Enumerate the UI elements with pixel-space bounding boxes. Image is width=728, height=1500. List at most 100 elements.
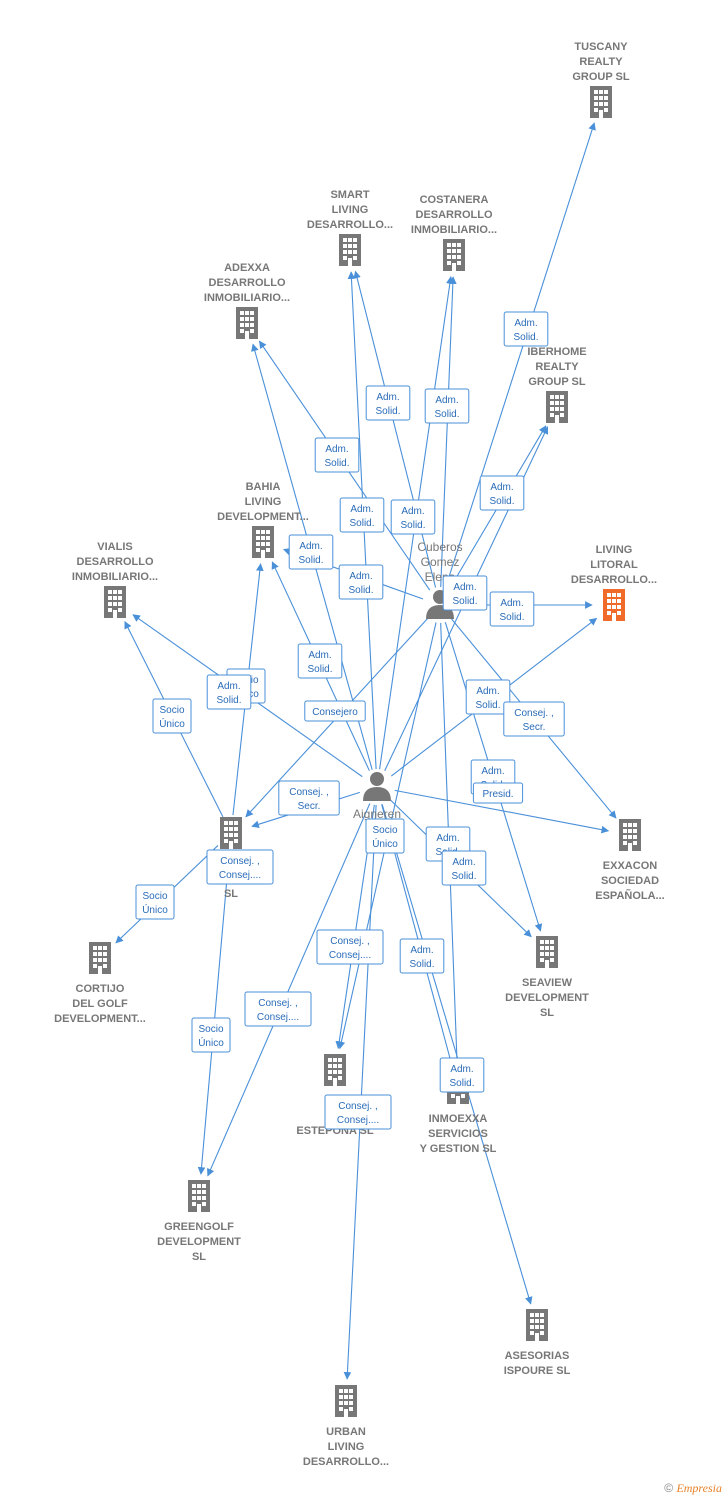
relation-text: Adm. (481, 766, 504, 777)
relation-text: Solid. (216, 695, 241, 706)
company-label-line: DESARROLLO (416, 209, 493, 221)
relation-label[interactable]: Adm.Solid. (465, 679, 511, 715)
relation-text: Solid. (409, 959, 434, 970)
company-label-line: INMOEXXA (429, 1113, 488, 1125)
relation-label[interactable]: Adm.Solid. (441, 850, 487, 886)
relation-label[interactable]: Adm.Solid. (503, 311, 549, 347)
relation-text: Solid. (434, 409, 459, 420)
company-node-exxacon[interactable]: EXXACONSOCIEDADESPAÑOLA... (595, 819, 665, 902)
company-node-adexxa[interactable]: ADEXXADESARROLLOINMOBILIARIO... (204, 262, 290, 339)
relation-box (297, 643, 343, 679)
relation-text: Único (198, 1036, 224, 1049)
company-label-line: DESARROLLO (77, 556, 154, 568)
person-label-line: Gomez (421, 555, 460, 569)
relation-label[interactable]: Consej. ,Secr. (503, 701, 565, 737)
relation-text: Adm. (500, 598, 523, 609)
person-label-line: Cuberos (417, 540, 462, 554)
building-icon (89, 942, 111, 974)
relation-text: Consej. , (338, 1101, 377, 1112)
relation-text: Adm. (435, 395, 458, 406)
relation-box (206, 849, 274, 885)
relation-label[interactable]: Consej. ,Secr. (278, 780, 340, 816)
company-label-line: LIVING (332, 204, 369, 216)
relation-text: Solid. (375, 406, 400, 417)
relation-label[interactable]: Adm.Solid. (339, 497, 385, 533)
relation-text: Adm. (490, 482, 513, 493)
company-label-line: LIVING (245, 496, 282, 508)
relation-text: Adm. (453, 582, 476, 593)
relation-label[interactable]: Consej. ,Consej.... (206, 849, 274, 885)
relation-text: Adm. (476, 686, 499, 697)
relation-label[interactable]: Consej. ,Consej.... (244, 991, 312, 1027)
relation-label[interactable]: Adm.Solid. (390, 499, 436, 535)
relations-layer: Adm. Solid. Adm. Solid. Adm. Solid. Adm. Solid.… (135, 311, 565, 1130)
company-node-vialis[interactable]: VIALISDESARROLLOINMOBILIARIO... (72, 541, 158, 618)
company-node-smart[interactable]: SMARTLIVINGDESARROLLO... (307, 189, 393, 266)
relation-label[interactable]: Adm.Solid. (489, 591, 535, 627)
building-icon (536, 936, 558, 968)
relation-box (191, 1017, 231, 1053)
building-icon (603, 589, 625, 621)
relation-label[interactable]: Adm.Solid. (399, 938, 445, 974)
company-label-line: SL (192, 1251, 206, 1263)
building-icon (188, 1180, 210, 1212)
relation-label[interactable]: Adm. Solid. (424, 388, 470, 424)
company-label-line: INMOBILIARIO... (204, 292, 290, 304)
company-node-urban[interactable]: URBANLIVINGDESARROLLO... (303, 1385, 389, 1468)
company-label-line: CORTIJO (76, 983, 125, 995)
building-icon (339, 234, 361, 266)
brand-logo[interactable]: Empresia (676, 1481, 722, 1495)
relation-label[interactable]: Adm.Solid. (314, 437, 360, 473)
relation-text: Solid. (348, 585, 373, 596)
relation-box (390, 499, 436, 535)
relation-text: Adm. (308, 650, 331, 661)
relation-label[interactable]: Presid. (472, 782, 524, 804)
company-label-line: DEVELOPMENT (157, 1236, 241, 1248)
relation-label[interactable]: Adm.Solid. (206, 674, 252, 710)
building-icon (335, 1385, 357, 1417)
relation-label[interactable]: Consej. ,Consej.... (316, 929, 384, 965)
edge-cuberos-smart (353, 270, 437, 588)
relation-label[interactable]: Adm.Solid. (442, 575, 488, 611)
relation-box (339, 497, 385, 533)
company-node-bahia[interactable]: BAHIALIVINGDEVELOPMENT... (217, 481, 309, 558)
relation-text: Consej. , (514, 708, 553, 719)
footer: © Empresia (664, 1481, 722, 1496)
relation-box (324, 1094, 392, 1130)
company-label-line: REALTY (535, 361, 579, 373)
company-node-costanera[interactable]: COSTANERADESARROLLOINMOBILIARIO... (411, 194, 497, 271)
company-node-living[interactable]: LIVINGLITORALDESARROLLO... (571, 544, 657, 621)
relation-label[interactable]: Adm. Solid. (338, 564, 384, 600)
relation-label[interactable]: Adm.Solid. (439, 1057, 485, 1093)
relation-text: Adm. (349, 571, 372, 582)
relation-text: Único (142, 903, 168, 916)
relation-box (479, 475, 525, 511)
building-icon (526, 1309, 548, 1341)
relation-label[interactable]: Adm.Solid. (479, 475, 525, 511)
relation-text: Único (159, 717, 185, 730)
relation-text: Solid. (307, 664, 332, 675)
relation-label[interactable]: Consej. ,Consej.... (324, 1094, 392, 1130)
relation-text: Solid. (449, 1078, 474, 1089)
company-label-line: DESARROLLO (209, 277, 286, 289)
relation-text: Adm. (299, 541, 322, 552)
relation-label[interactable]: Consejero (304, 700, 366, 722)
relation-label[interactable]: Adm.Solid. (288, 534, 334, 570)
relation-text: Adm. (325, 444, 348, 455)
person-icon (363, 772, 391, 801)
relation-text: Adm. (350, 504, 373, 515)
company-label-line: COSTANERA (420, 194, 489, 206)
relation-label[interactable]: Adm. Solid. (297, 643, 343, 679)
relation-label[interactable]: Adm.Solid. (365, 385, 411, 421)
